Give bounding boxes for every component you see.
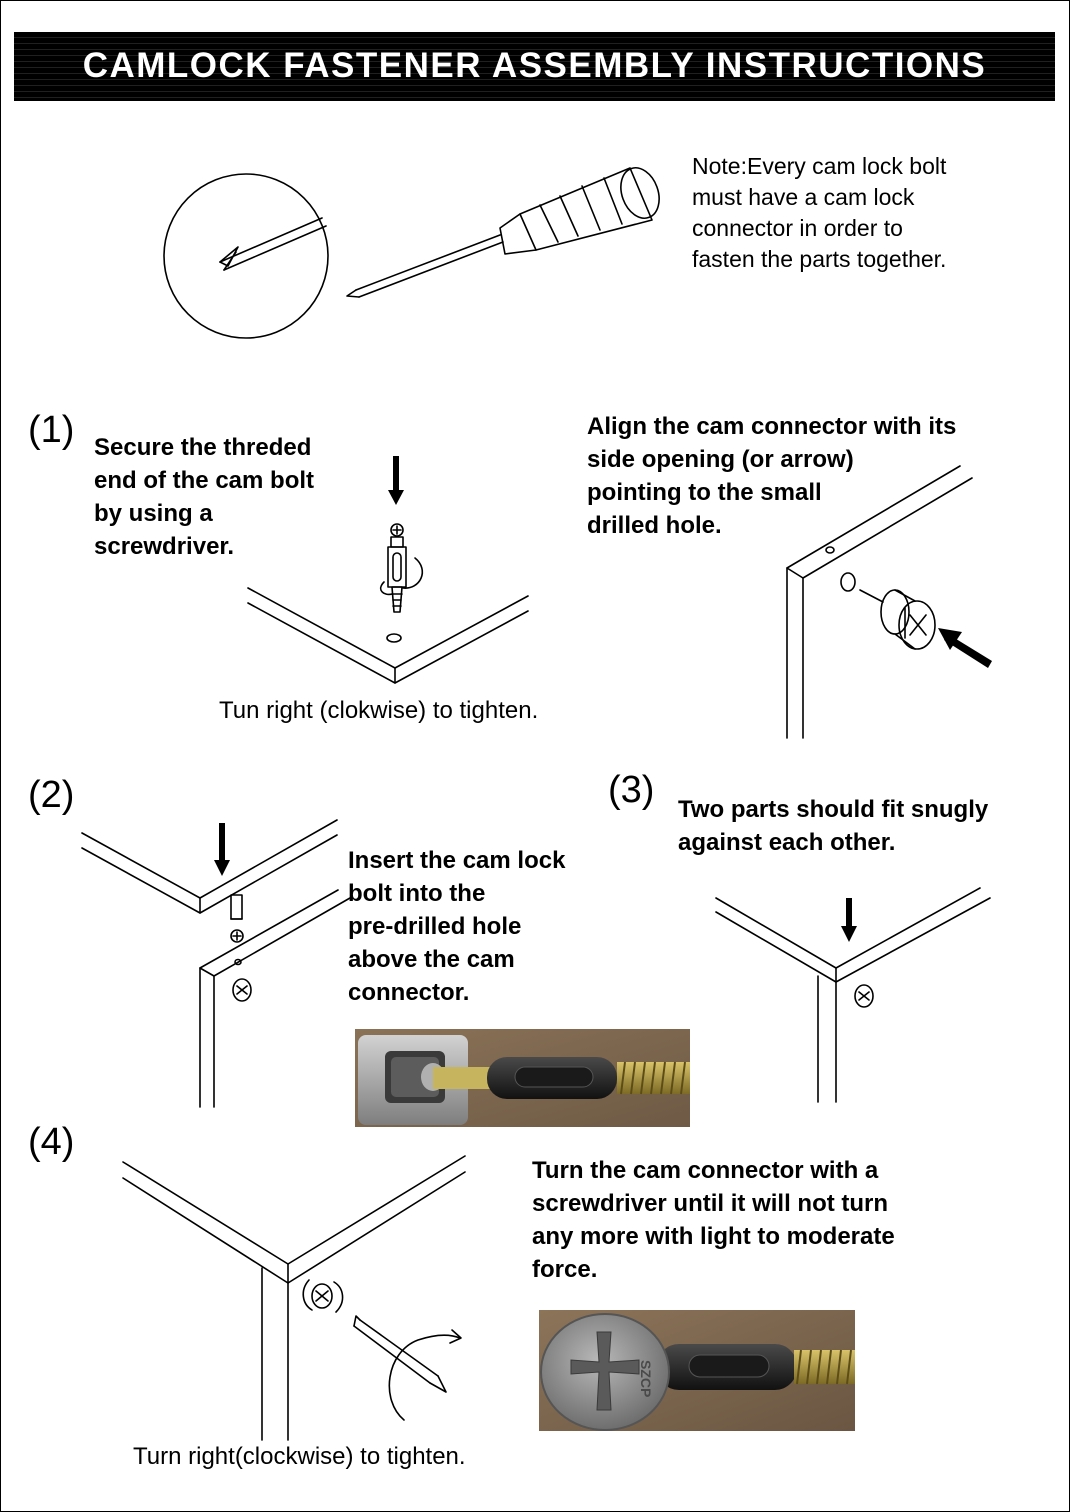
step-3-number: (3) [608,769,655,811]
cam-bolt-step1-icon [379,523,424,613]
cam-connector-step1-icon [880,589,936,650]
arrow-down-step1-icon [388,456,404,505]
step-4-caption: Turn right(clockwise) to tighten. [133,1443,466,1470]
arrows [214,456,992,942]
screwdriver-step4-icon [353,1315,462,1421]
page-title: CAMLOCK FASTENER ASSEMBLY INSTRUCTIONS [82,46,987,85]
cam-bolt-step2-icon [230,894,244,943]
panel-corner-step1 [247,587,529,684]
title-banner: CAMLOCK FASTENER ASSEMBLY INSTRUCTIONS [14,32,1055,101]
step-1-caption: Tun right (clokwise) to tighten. [219,697,539,724]
step-4-text: Turn the cam connector with a screwdrive… [532,1157,895,1283]
banner-stripes [14,32,1055,101]
note-text: Note:Every cam lock bolt must have a cam… [692,153,947,272]
step-1-number: (1) [28,409,75,451]
arrow-diagonal-step1-icon [938,628,992,668]
screwdriver-icon [346,167,660,298]
step-1-left-text: Secure the threded end of the cam bolt b… [94,434,315,560]
arrow-down-step2-icon [214,823,230,876]
panels-joined-step4 [122,1155,466,1441]
step-3-text: Two parts should fit snugly against each… [678,796,989,856]
panel-top-step2 [81,819,338,914]
arrow-down-step3-icon [841,898,857,942]
photo-cam-marking: SZCP [638,1360,654,1397]
panels-joined-step3 [715,887,991,1103]
panel-side-step2 [199,889,351,1108]
photo-cam-bolt-image [355,1029,690,1127]
panel-corner-step1-right [786,465,973,739]
photo-cam-bolt [355,1029,690,1127]
step-2-text: Insert the cam lock bolt into the pre-dr… [348,847,566,1006]
step-4-number: (4) [28,1121,75,1163]
step-2-number: (2) [28,774,75,816]
photo-cam-connector-image: SZCP [539,1310,855,1431]
step-1-right-text: Align the cam connector with its side op… [587,413,957,539]
screwdriver-tip-zoom-icon [163,173,329,339]
photo-cam-connector: SZCP [539,1310,855,1431]
